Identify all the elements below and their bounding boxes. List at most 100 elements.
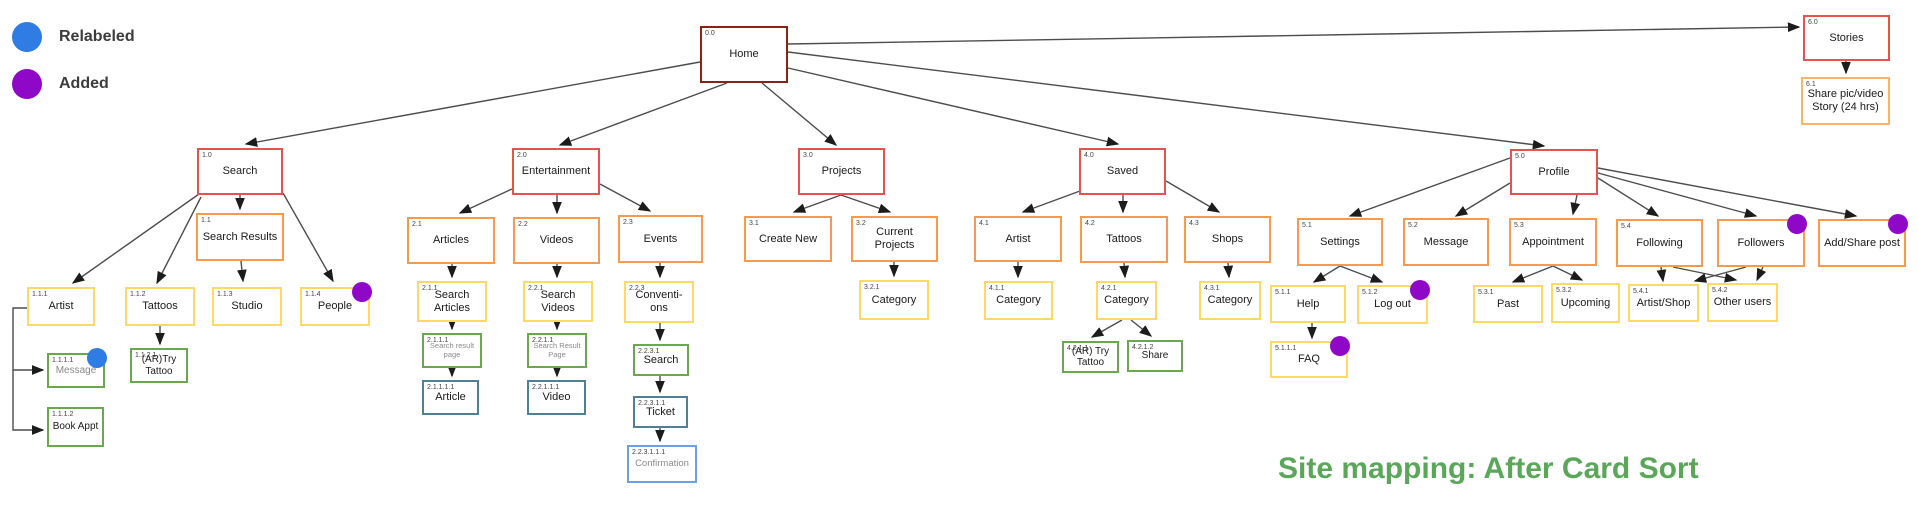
node-number: 2.2 xyxy=(518,221,528,228)
node-label: Current Projects xyxy=(874,226,915,251)
connector-edge xyxy=(1756,266,1767,282)
node-label: Stories xyxy=(1829,31,1864,44)
node-number: 5.3.1 xyxy=(1478,289,1494,296)
node-number: 6.0 xyxy=(1808,19,1818,26)
node-number: 5.4 xyxy=(1621,223,1631,230)
node-label: Artist xyxy=(1005,232,1031,245)
node-number: 4.2.1.1 xyxy=(1067,345,1089,352)
connector-edge xyxy=(1454,182,1511,217)
node-number: 5.1.2 xyxy=(1362,289,1378,296)
node-label: Share xyxy=(1141,350,1169,362)
connector-edge xyxy=(71,193,200,284)
connector-edge xyxy=(1693,266,1747,283)
connector-edge xyxy=(761,82,838,146)
node-number: 2.2.3.1 xyxy=(638,348,660,355)
node-label: Videos xyxy=(539,234,574,247)
connector-edge xyxy=(1597,172,1758,218)
node-label: Entertainment xyxy=(521,165,591,178)
node-number: 4.0 xyxy=(1084,152,1094,159)
node-add-share-post[interactable]: Add/Share post xyxy=(1818,214,1908,267)
connector-edge xyxy=(792,194,842,213)
node-label: Category xyxy=(1104,294,1149,307)
node-label: Search xyxy=(222,165,258,178)
connector-edge xyxy=(12,307,45,375)
node-number: 1.1.1 xyxy=(32,291,48,298)
node-ar-try-tattoo-search[interactable]: 1.1.2.1(AR)Try Tattoo xyxy=(130,348,188,383)
node-label: Message xyxy=(55,364,97,376)
node-label: Events xyxy=(643,232,678,245)
added-dot-icon xyxy=(1330,336,1350,356)
node-number: 4.1.1 xyxy=(989,285,1005,292)
connector-edge xyxy=(1552,265,1584,281)
node-number: 2.2.3.1.1.1 xyxy=(632,449,666,456)
node-number: 5.4.2 xyxy=(1712,287,1728,294)
connector-edge xyxy=(787,67,1120,147)
node-number: 4.3 xyxy=(1189,220,1199,227)
node-number: 2.1 xyxy=(412,221,422,228)
node-label: Confirmation xyxy=(635,457,689,469)
node-number: 2.3 xyxy=(623,219,633,226)
node-followers[interactable]: Followers xyxy=(1717,214,1807,267)
node-label: Past xyxy=(1496,297,1519,310)
node-label: Home xyxy=(729,48,759,61)
node-label: (AR) Try Tattoo xyxy=(1071,345,1110,369)
connector-edge xyxy=(1511,265,1554,283)
node-ar-try-tattoo-saved[interactable]: 4.2.1.1(AR) Try Tattoo xyxy=(1062,341,1119,373)
connector-edge xyxy=(840,194,892,213)
node-label: People xyxy=(317,300,353,313)
node-label: Tattoos xyxy=(1106,233,1142,246)
node-label: Projects xyxy=(821,165,862,178)
node-label: Search Videos xyxy=(540,288,576,314)
